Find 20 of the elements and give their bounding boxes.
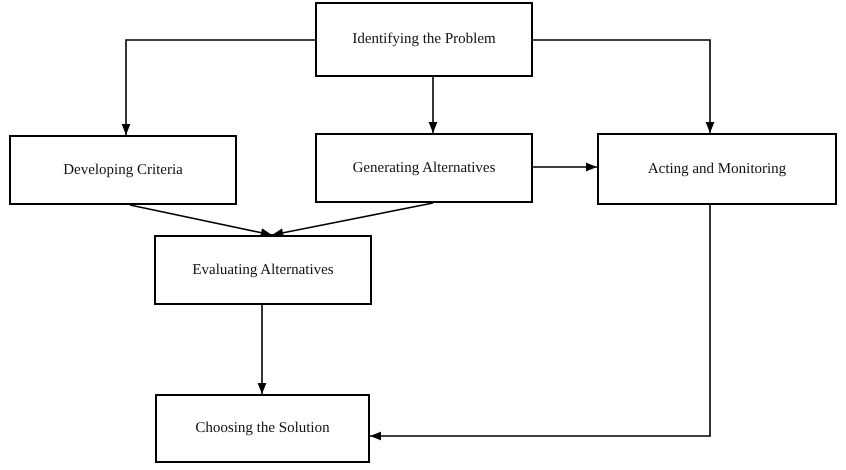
arrow	[272, 202, 434, 238]
process-box	[154, 235, 372, 305]
process-box	[315, 133, 533, 203]
box-label: Acting and Monitoring	[648, 160, 786, 178]
arrow	[370, 205, 711, 440]
process-box	[155, 394, 370, 463]
arrow	[428, 77, 438, 133]
box-label: Identifying the Problem	[352, 31, 496, 48]
arrow	[533, 39, 714, 133]
arrow	[122, 39, 315, 135]
box-label: Evaluating Alternatives	[192, 262, 334, 278]
process-box	[9, 135, 237, 205]
arrow	[130, 204, 272, 238]
box-label: Choosing the Solution	[195, 420, 330, 437]
box-label: Generating Alternatives	[352, 160, 496, 176]
process-box	[315, 2, 533, 77]
arrow	[258, 305, 266, 394]
box-label: Developing Criteria	[63, 162, 183, 178]
arrow	[533, 162, 597, 172]
process-box	[597, 133, 837, 205]
